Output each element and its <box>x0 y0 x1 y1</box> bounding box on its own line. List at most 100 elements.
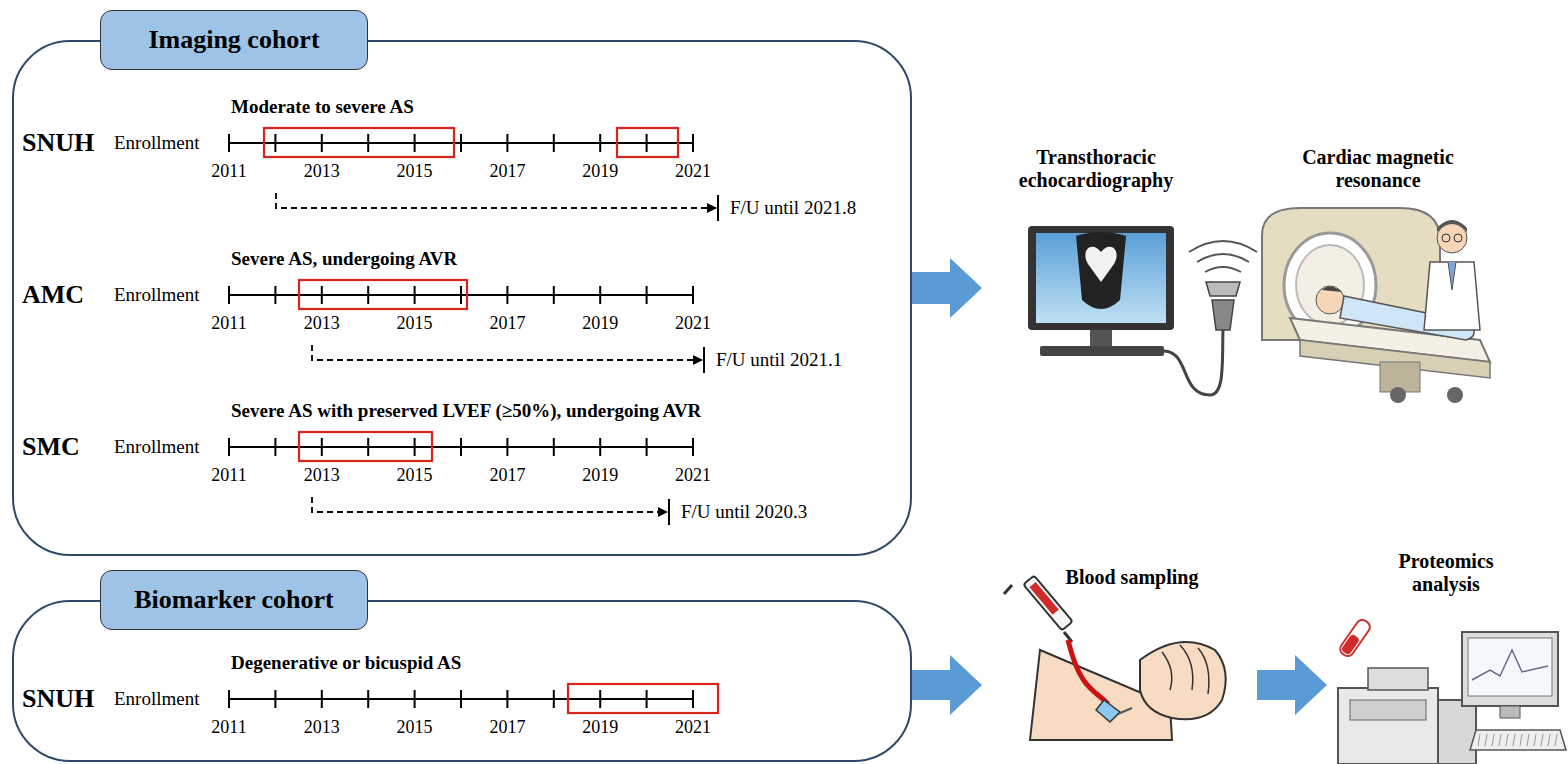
proteomics-illustration <box>1338 618 1566 764</box>
tick <box>460 286 462 304</box>
follow-up-line <box>312 345 702 360</box>
follow-up-line <box>276 193 716 208</box>
tick <box>460 690 462 708</box>
year-label: 2021 <box>675 717 711 738</box>
year-label: 2017 <box>489 717 525 738</box>
year-label: 2019 <box>582 717 618 738</box>
enrollment-period <box>264 128 454 157</box>
tick <box>414 134 416 152</box>
tick <box>506 690 508 708</box>
axis-label: Enrollment <box>114 132 199 154</box>
tick <box>274 690 276 708</box>
follow-up-label: F/U until 2020.3 <box>681 501 807 523</box>
flow-arrow <box>1257 655 1327 715</box>
year-label: 2017 <box>489 161 525 182</box>
tick <box>321 438 323 456</box>
cohort-criteria: Degenerative or bicuspid AS <box>231 652 461 674</box>
year-label: 2019 <box>582 465 618 486</box>
tick <box>553 438 555 456</box>
tick <box>228 134 230 152</box>
method-caption: Cardiac magnetic resonance <box>1278 146 1478 192</box>
tick <box>599 134 601 152</box>
tick <box>553 134 555 152</box>
tick <box>228 690 230 708</box>
key <box>1548 734 1550 746</box>
blood-sampling-illustration <box>1004 576 1226 740</box>
tick <box>599 286 601 304</box>
follow-up-end <box>717 195 719 221</box>
tick <box>274 438 276 456</box>
key <box>1513 734 1515 746</box>
tick <box>367 690 369 708</box>
follow-up-end <box>703 347 705 373</box>
key <box>1534 734 1536 746</box>
key <box>1506 734 1508 746</box>
year-label: 2013 <box>304 313 340 334</box>
cohort-criteria: Severe AS, undergoing AVR <box>231 248 457 270</box>
year-label: 2015 <box>397 313 433 334</box>
year-label: 2021 <box>675 465 711 486</box>
year-label: 2011 <box>211 717 246 738</box>
key <box>1555 734 1557 746</box>
tick <box>553 690 555 708</box>
key <box>1520 734 1522 746</box>
enrollment-period <box>617 128 678 157</box>
year-label: 2017 <box>489 465 525 486</box>
year-label: 2021 <box>675 313 711 334</box>
tick <box>414 690 416 708</box>
tick <box>692 134 694 152</box>
follow-up-label: F/U until 2021.8 <box>730 197 856 219</box>
mri-illustration <box>1262 208 1490 403</box>
year-label: 2013 <box>304 465 340 486</box>
follow-up-label: F/U until 2021.1 <box>716 349 842 371</box>
echo-illustration <box>1028 226 1257 395</box>
tick <box>228 438 230 456</box>
enrollment-period <box>299 432 432 461</box>
tick <box>506 134 508 152</box>
year-label: 2011 <box>211 465 246 486</box>
year-label: 2015 <box>397 161 433 182</box>
tick <box>646 134 648 152</box>
method-caption: Proteomics analysis <box>1386 550 1506 596</box>
year-label: 2011 <box>211 161 246 182</box>
enrollment-period <box>568 684 718 713</box>
axis-label: Enrollment <box>114 284 199 306</box>
tick <box>321 286 323 304</box>
tick <box>646 690 648 708</box>
year-label: 2021 <box>675 161 711 182</box>
site-name: SMC <box>22 432 80 462</box>
tick <box>646 286 648 304</box>
tick <box>367 438 369 456</box>
site-name: SNUH <box>22 128 94 158</box>
tick <box>367 134 369 152</box>
year-label: 2017 <box>489 313 525 334</box>
key <box>1499 734 1501 746</box>
method-caption: Transthoracic echocardiography <box>1001 146 1191 192</box>
flow-arrow <box>912 258 982 318</box>
site-name: AMC <box>22 280 84 310</box>
flow-arrow <box>912 655 982 715</box>
tick <box>321 690 323 708</box>
tick <box>274 286 276 304</box>
tick <box>553 286 555 304</box>
key <box>1527 734 1529 746</box>
tick <box>692 286 694 304</box>
axis-label: Enrollment <box>114 436 199 458</box>
tick <box>228 286 230 304</box>
tick <box>274 134 276 152</box>
tick <box>506 438 508 456</box>
cohort-criteria: Severe AS with preserved LVEF (≥50%), un… <box>231 400 701 422</box>
enrollment-period <box>299 280 467 309</box>
cohort-criteria: Moderate to severe AS <box>231 96 414 118</box>
follow-up-end <box>668 499 670 525</box>
tick <box>367 286 369 304</box>
key <box>1541 734 1543 746</box>
key <box>1485 734 1487 746</box>
cohort-panel: Biomarker cohort <box>12 600 912 762</box>
year-label: 2015 <box>397 465 433 486</box>
key <box>1478 734 1480 746</box>
follow-up-line <box>312 497 667 512</box>
panel-title: Biomarker cohort <box>100 570 368 630</box>
tick <box>321 134 323 152</box>
tick <box>460 134 462 152</box>
